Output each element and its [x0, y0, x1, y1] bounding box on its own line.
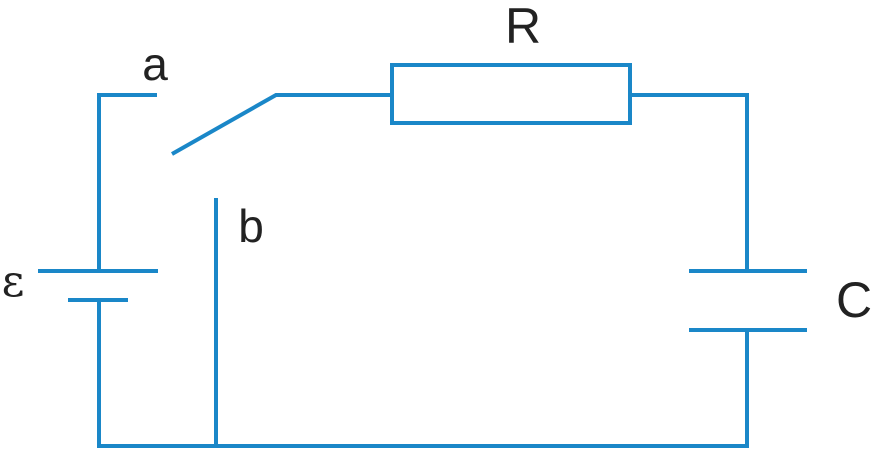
resistor-label: R — [505, 0, 541, 54]
resistor-body — [390, 63, 632, 125]
capacitor-label: C — [836, 272, 872, 328]
terminal-a-label: a — [142, 38, 168, 90]
wire-battery-bottom — [97, 300, 749, 448]
circuit-wires — [38, 63, 807, 448]
emf-label: ε — [2, 256, 25, 307]
switch-arm — [171, 93, 392, 156]
wire-resistor-capacitor — [630, 93, 749, 271]
circuit-labels: R C ε a b — [2, 0, 872, 328]
wire-terminal-a — [97, 93, 157, 271]
terminal-b-label: b — [238, 200, 264, 252]
